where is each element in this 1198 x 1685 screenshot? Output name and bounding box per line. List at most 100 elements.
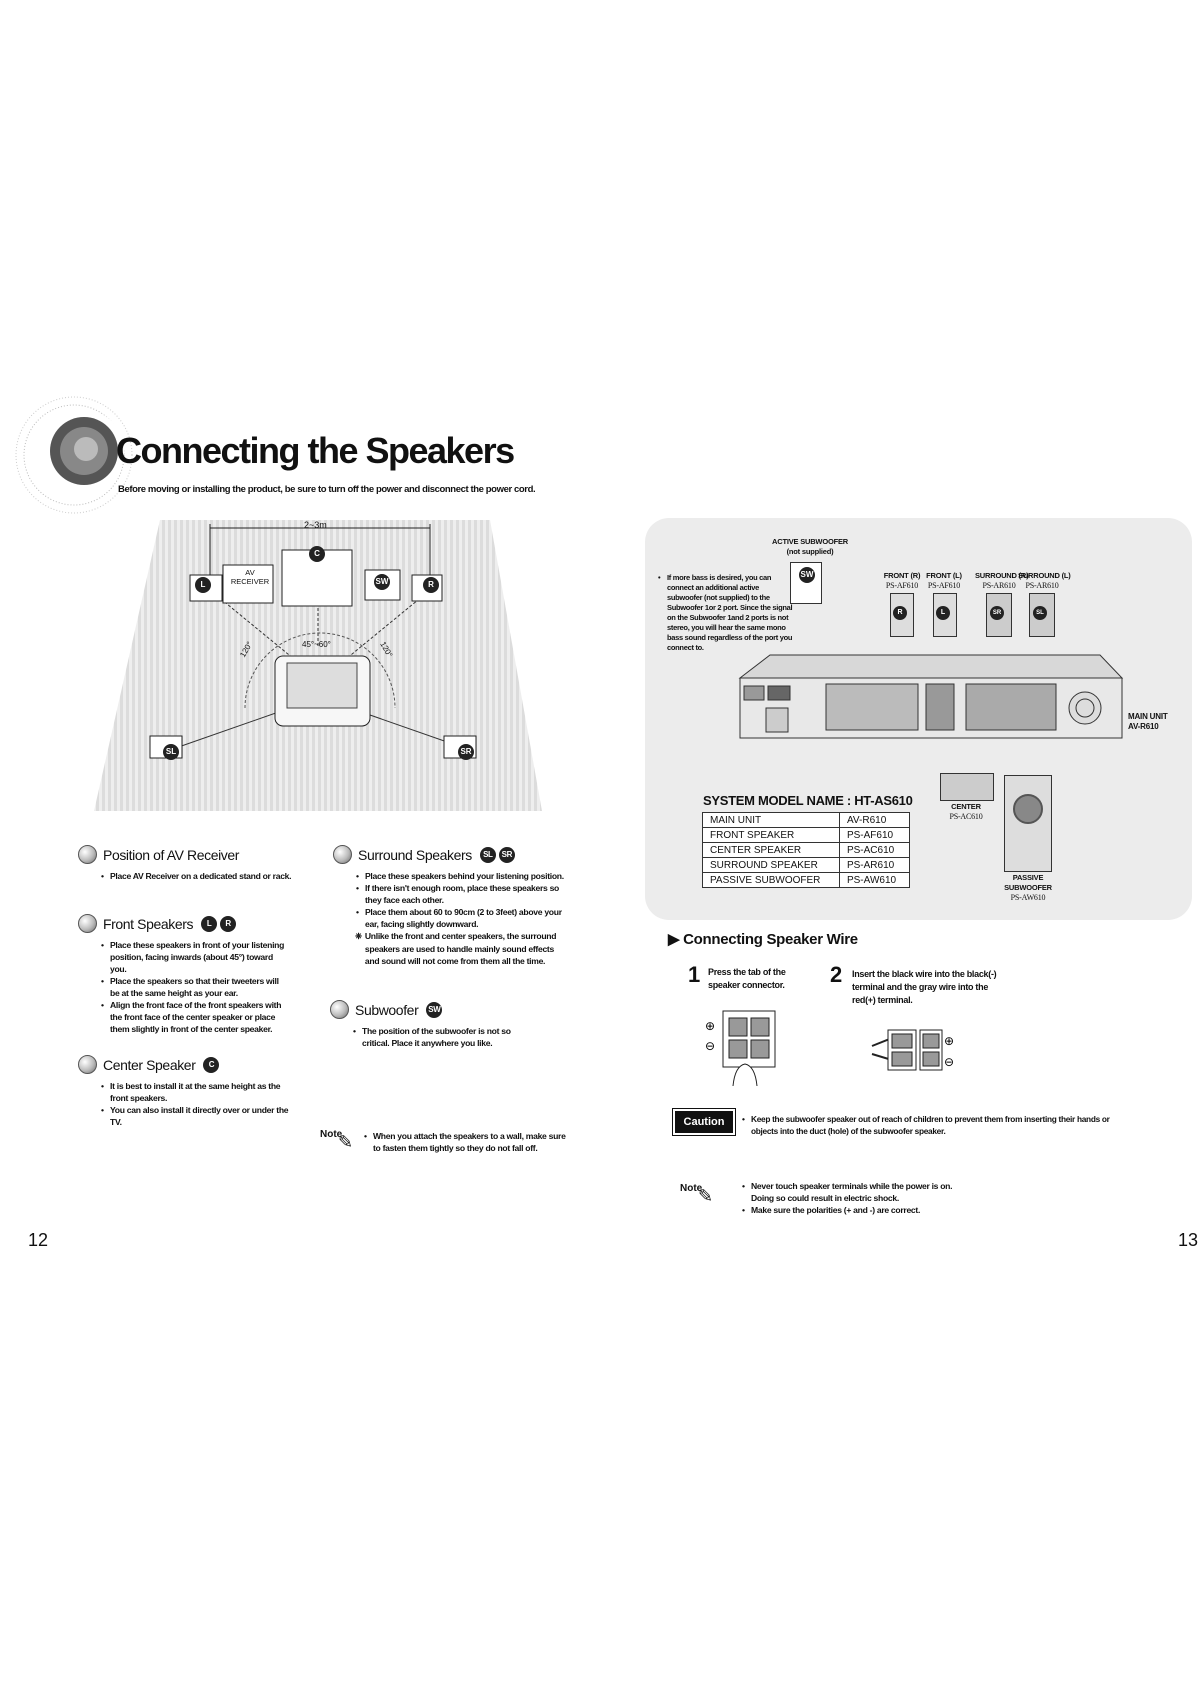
bullet-item: Align the front face of the front speake… xyxy=(101,999,288,1035)
passive-subwoofer-box xyxy=(1004,775,1052,872)
note-bullet: Never touch speaker terminals while the … xyxy=(742,1180,977,1204)
section-bullet-icon xyxy=(78,914,97,933)
center-speaker-section: Center Speaker C It is best to install i… xyxy=(78,1055,293,1128)
section-bullet-icon xyxy=(78,845,97,864)
section-bullet-icon xyxy=(78,1055,97,1074)
bullet-item: If there isn't enough room, place these … xyxy=(356,882,568,906)
badge-sl: SL xyxy=(1033,606,1047,620)
subwoofer-section: Subwoofer SW The position of the subwoof… xyxy=(330,1000,565,1049)
caution-text: Keep the subwoofer speaker out of reach … xyxy=(742,1113,1122,1137)
front-left-badge: L xyxy=(195,577,211,593)
step-2-number: 2 xyxy=(830,962,843,987)
section-heading: Subwoofer xyxy=(355,1001,419,1018)
connecting-heading: ▶ Connecting Speaker Wire xyxy=(668,931,858,948)
surround-note: Unlike the front and center speakers, th… xyxy=(364,931,557,966)
page-title: Connecting the Speakers xyxy=(116,430,515,471)
av-receiver-section: Position of AV Receiver Place AV Receive… xyxy=(78,845,293,882)
badge-r: R xyxy=(220,915,237,932)
speaker-logo-icon xyxy=(14,395,134,515)
system-model-heading: SYSTEM MODEL NAME : HT-AS610 xyxy=(703,793,913,808)
note-label: Note xyxy=(680,1183,703,1194)
pencil-icon: ✎ xyxy=(338,1132,354,1152)
note-left: Note ✎ When you attach the speakers to a… xyxy=(320,1124,570,1153)
section-bullet-icon xyxy=(330,1000,349,1019)
distance-label: 2~3m xyxy=(304,520,327,530)
badge-l: L xyxy=(201,915,218,932)
bullet-item: It is best to install it at the same hei… xyxy=(101,1080,293,1104)
surround-right-badge: SR xyxy=(458,744,474,760)
connector-press-illustration: ⊕ ⊖ xyxy=(705,1008,780,1088)
note-bullet: Make sure the polarities (+ and -) are c… xyxy=(742,1204,977,1216)
bullet-item: Place these speakers in front of your li… xyxy=(101,939,288,975)
step-1-number: 1 xyxy=(688,962,701,987)
bullet-item: Place the speakers so that their tweeter… xyxy=(101,975,288,999)
speaker-box-front-r: R xyxy=(890,593,914,637)
bass-note-text: If more bass is desired, you can connect… xyxy=(658,573,793,653)
caution-badge: Caution xyxy=(672,1108,736,1136)
svg-text:⊕: ⊕ xyxy=(944,1034,954,1048)
section-heading: Surround Speakers xyxy=(358,846,472,863)
step-2-text: Insert the black wire into the black(-) … xyxy=(852,969,997,1005)
section-heading: Position of AV Receiver xyxy=(103,846,240,863)
pencil-icon: ✎ xyxy=(698,1186,714,1206)
bullet-item: Place them about 60 to 90cm (2 to 3feet)… xyxy=(356,906,568,930)
svg-text:⊖: ⊖ xyxy=(705,1039,715,1053)
section-heading: Center Speaker xyxy=(103,1056,196,1073)
note-symbol-icon: ❈ xyxy=(355,931,362,941)
bullet-item: You can also install it directly over or… xyxy=(101,1104,293,1128)
note-label: Note xyxy=(320,1129,343,1140)
center-speaker-box xyxy=(940,773,994,801)
badge-sw: SW xyxy=(426,1001,443,1018)
main-unit-rear-panel xyxy=(730,650,1126,750)
bullet-item: The position of the subwoofer is not so … xyxy=(353,1025,533,1049)
page-number-right: 13 xyxy=(1178,1230,1198,1250)
note-text: When you attach the speakers to a wall, … xyxy=(364,1130,569,1154)
speaker-label-surround-l: SURROUND (L)PS-AR610 xyxy=(1018,571,1071,590)
badge-sr: SR xyxy=(498,846,515,863)
badge-sl: SL xyxy=(479,846,496,863)
subwoofer-badge: SW xyxy=(374,574,390,590)
center-badge: C xyxy=(309,546,325,562)
speaker-label-front-l: FRONT (L)PS-AF610 xyxy=(926,571,962,590)
speaker-layout-diagram xyxy=(90,518,550,813)
speaker-box-surround-r: SR xyxy=(986,593,1012,637)
speaker-label-surround-r: SURROUND (R)PS-AR610 xyxy=(975,571,1029,590)
svg-text:⊖: ⊖ xyxy=(944,1055,954,1069)
front-speakers-section: Front Speakers LR Place these speakers i… xyxy=(78,914,288,1035)
badge-c: C xyxy=(203,1056,220,1073)
triangle-right-icon: ▶ xyxy=(668,931,684,948)
section-bullet-icon xyxy=(333,845,352,864)
front-right-badge: R xyxy=(423,577,439,593)
badge-sr: SR xyxy=(990,606,1004,620)
svg-text:⊕: ⊕ xyxy=(705,1019,715,1033)
front-angle-label: 45°~60° xyxy=(302,640,331,649)
active-subwoofer-badge: SW xyxy=(799,567,815,583)
caution-text-list: Keep the subwoofer speaker out of reach … xyxy=(742,1113,1122,1137)
surround-left-badge: SL xyxy=(163,744,179,760)
step-1-text: Press the tab of the speaker connector. xyxy=(708,967,786,990)
active-subwoofer-label: ACTIVE SUBWOOFER(not supplied) xyxy=(772,537,848,556)
wire-insert-illustration: ⊕ ⊖ xyxy=(871,1028,962,1073)
section-heading: Front Speakers xyxy=(103,915,194,932)
bass-note: If more bass is desired, you can connect… xyxy=(658,573,793,653)
badge-r: R xyxy=(893,606,907,620)
av-receiver-label: AV RECEIVER xyxy=(230,568,270,586)
power-warning: Before moving or installing the product,… xyxy=(118,484,536,495)
note-right: Note ✎ Never touch speaker terminals whi… xyxy=(680,1178,980,1216)
page-number-left: 12 xyxy=(28,1230,49,1250)
badge-l: L xyxy=(936,606,950,620)
bullet-item: Place AV Receiver on a dedicated stand o… xyxy=(101,870,293,882)
speaker-label-front-r: FRONT (R)PS-AF610 xyxy=(883,571,921,590)
speaker-box-front-l: L xyxy=(933,593,957,637)
bullet-item: Place these speakers behind your listeni… xyxy=(356,870,568,882)
